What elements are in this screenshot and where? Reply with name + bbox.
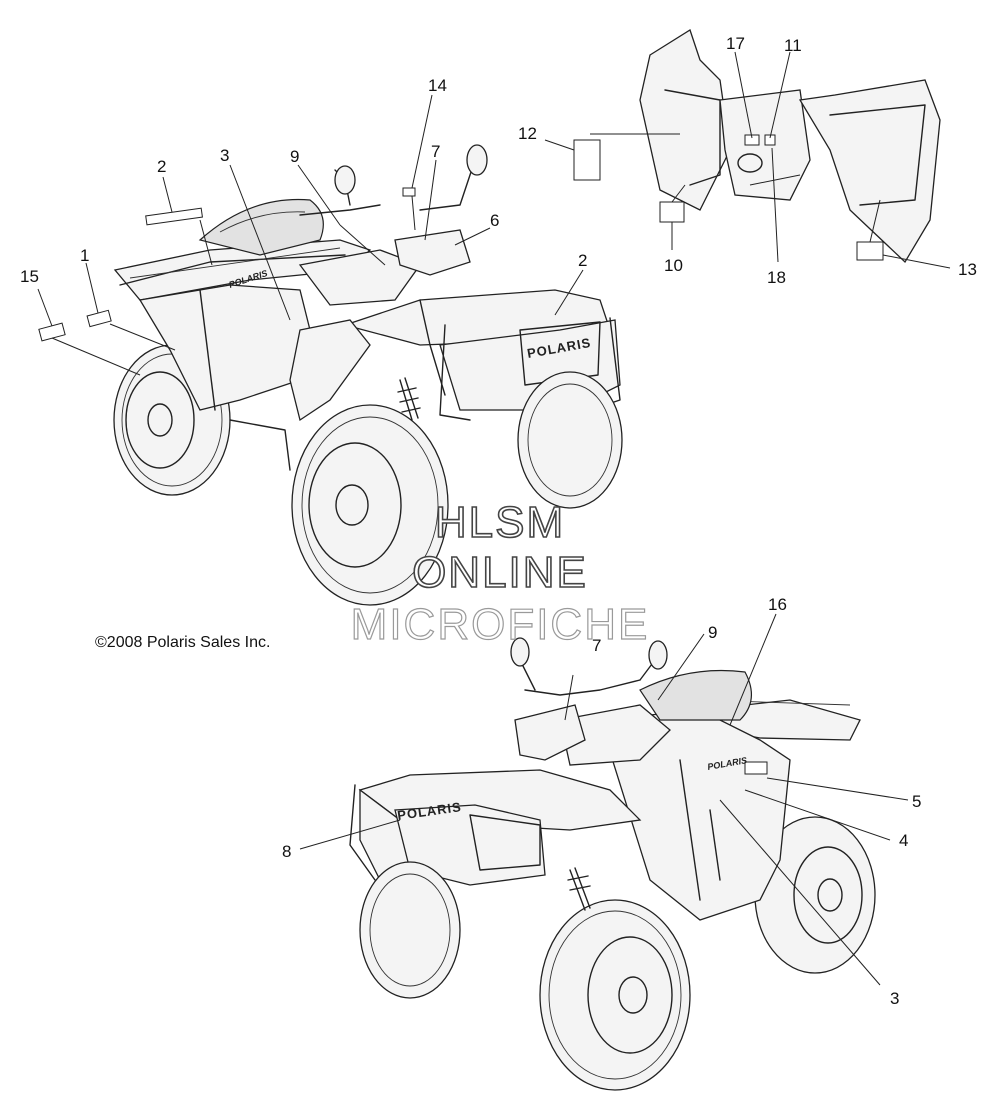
watermark-line-3: MICROFICHE bbox=[350, 599, 650, 649]
callout-2-top-rear: 2 bbox=[157, 157, 166, 176]
callout-12: 12 bbox=[518, 124, 537, 143]
callout-16: 16 bbox=[768, 595, 787, 614]
callout-15: 15 bbox=[20, 267, 39, 286]
bottom-atv: POLARIS POLARIS bbox=[349, 637, 876, 1091]
decal-2-rear-top bbox=[145, 207, 203, 226]
copyright-notice: ©2008 Polaris Sales Inc. bbox=[95, 634, 271, 651]
callout-18: 18 bbox=[767, 268, 786, 287]
decal-5-bottom bbox=[744, 761, 768, 775]
decal-1-top bbox=[86, 309, 112, 328]
top-right-wheel bbox=[517, 371, 623, 509]
decal-13 bbox=[856, 241, 884, 261]
decal-10 bbox=[659, 201, 685, 223]
callout-7-bottom: 7 bbox=[592, 636, 601, 655]
callout-8: 8 bbox=[282, 842, 291, 861]
callout-11: 11 bbox=[784, 36, 802, 55]
decal-11 bbox=[764, 134, 776, 146]
callout-7-top: 7 bbox=[431, 142, 440, 161]
decal-17 bbox=[744, 134, 760, 146]
decal-12 bbox=[573, 139, 601, 181]
callout-9-top: 9 bbox=[290, 147, 299, 166]
right-side-panel bbox=[798, 79, 941, 264]
watermark-line-2: ONLINE bbox=[411, 547, 588, 598]
decal-15-top bbox=[38, 322, 66, 342]
callout-9-bottom: 9 bbox=[708, 623, 717, 642]
callout-14: 14 bbox=[428, 76, 447, 95]
left-side-panel bbox=[639, 29, 731, 211]
decal-14-top bbox=[402, 187, 416, 197]
callout-5: 5 bbox=[912, 792, 921, 811]
callout-2-top-front: 2 bbox=[578, 251, 587, 270]
leader-lines bbox=[37, 51, 951, 986]
callout-13: 13 bbox=[958, 260, 977, 279]
top-atv: POLARIS POLARIS bbox=[38, 144, 623, 606]
callout-1: 1 bbox=[80, 246, 89, 265]
bottom-right-front-wheel bbox=[359, 861, 461, 999]
top-right-panels bbox=[573, 29, 941, 264]
callout-6: 6 bbox=[490, 211, 499, 230]
bottom-front-wheel bbox=[539, 899, 691, 1091]
watermark-line-1: HLSM bbox=[434, 497, 566, 548]
callout-17: 17 bbox=[726, 34, 745, 53]
top-front-wheel bbox=[291, 404, 449, 606]
callout-3-bottom: 3 bbox=[890, 989, 899, 1008]
callout-10: 10 bbox=[664, 256, 683, 275]
callout-3-top: 3 bbox=[220, 146, 229, 165]
callout-4: 4 bbox=[899, 831, 908, 850]
callout-numbers: 15 1 2 3 9 14 7 6 2 12 17 11 10 18 13 16… bbox=[20, 34, 977, 1008]
